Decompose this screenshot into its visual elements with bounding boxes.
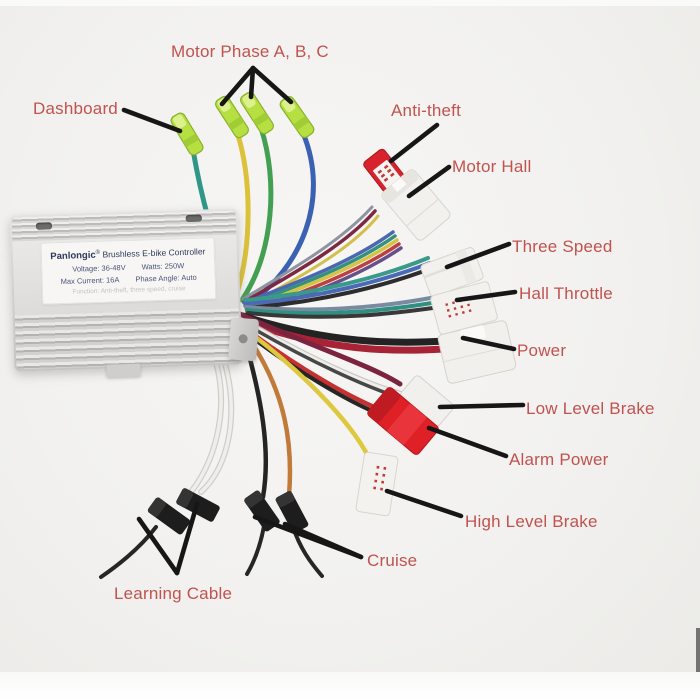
label-motor-phase: Motor Phase A, B, C bbox=[171, 42, 329, 61]
controller-label-plate: Panlongic® Brushless E-bike Controller V… bbox=[40, 237, 217, 305]
wire-high-level-brake bbox=[243, 327, 372, 461]
voltage-spec: Voltage: 36-48V bbox=[72, 262, 126, 274]
label-learning-cable: Learning Cable bbox=[114, 584, 233, 603]
wires-hall-throttle bbox=[244, 295, 442, 319]
pointer-cruise-2 bbox=[282, 521, 364, 560]
phase-angle-spec: Phase Angle: Auto bbox=[135, 272, 197, 284]
pointer-motor-hall bbox=[406, 164, 452, 199]
high-level-brake-connector bbox=[355, 451, 399, 517]
watts-spec: Watts: 250W bbox=[141, 260, 185, 272]
pointer-lines bbox=[121, 65, 526, 576]
pointer-learning-cable-1 bbox=[136, 516, 180, 576]
brand-name: Panlongic bbox=[50, 249, 96, 263]
pointer-three-speed bbox=[444, 241, 512, 270]
label-dashboard: Dashboard bbox=[33, 99, 118, 118]
pointer-learning-cable-2 bbox=[174, 501, 200, 576]
pointer-motor-phase-a bbox=[219, 65, 256, 107]
label-hall-throttle: Hall Throttle bbox=[519, 284, 613, 303]
power-connector bbox=[437, 320, 517, 384]
motor-phase-c-connector bbox=[279, 96, 315, 138]
label-low-level-brake: Low Level Brake bbox=[526, 399, 655, 418]
pointer-power bbox=[460, 335, 517, 352]
pointer-motor-phase-c bbox=[250, 65, 294, 105]
label-motor-hall: Motor Hall bbox=[452, 157, 532, 176]
pointer-anti-theft bbox=[388, 122, 440, 164]
photo-edge-bottom bbox=[0, 672, 700, 700]
mounting-flange bbox=[228, 317, 260, 362]
label-three-speed: Three Speed bbox=[512, 237, 613, 256]
label-anti-theft: Anti-theft bbox=[391, 101, 462, 120]
pointer-motor-phase-b bbox=[248, 65, 256, 100]
photo-edge-artifact bbox=[696, 628, 700, 672]
pointer-dashboard bbox=[121, 107, 183, 134]
wires-cruise bbox=[243, 337, 324, 578]
motor-hall-connector bbox=[381, 169, 451, 241]
spec-row-2: Max Current: 16A Phase Angle: Auto bbox=[61, 273, 197, 286]
dashboard-connector bbox=[170, 112, 204, 156]
pointer-low-level-brake bbox=[437, 402, 526, 410]
controller-box: Panlongic® Brushless E-bike Controller V… bbox=[9, 208, 260, 378]
label-power: Power bbox=[517, 341, 567, 360]
mounting-slot bbox=[185, 214, 202, 223]
label-cruise: Cruise bbox=[367, 551, 418, 570]
label-alarm-power: Alarm Power bbox=[509, 450, 609, 469]
pointer-hall-throttle bbox=[454, 289, 518, 303]
function-spec: Function: Anti-theft, three speed, cruis… bbox=[72, 284, 186, 296]
product-name: Brushless E-bike Controller bbox=[99, 246, 206, 260]
label-high-level-brake: High Level Brake bbox=[465, 512, 598, 531]
alarm-power-connector bbox=[367, 387, 439, 455]
current-spec: Max Current: 16A bbox=[60, 275, 120, 286]
mounting-slot bbox=[35, 222, 53, 230]
wires-three-speed bbox=[243, 256, 434, 310]
wires-low-level-brake bbox=[237, 315, 406, 401]
spec-row-1: Voltage: 36-48V Watts: 250W bbox=[72, 261, 184, 274]
controller-title: Panlongic® Brushless E-bike Controller bbox=[50, 244, 206, 262]
learning-cable-connector-1 bbox=[147, 497, 191, 535]
pointer-alarm-power bbox=[426, 425, 509, 459]
controller-heatsink-fins-bottom bbox=[14, 308, 241, 370]
wires-motor-phase bbox=[233, 125, 316, 307]
mounting-tab bbox=[106, 363, 141, 378]
photo-edge-top bbox=[0, 0, 700, 6]
cruise-connector-2 bbox=[275, 491, 309, 533]
wires-learning-cable bbox=[99, 357, 235, 579]
pointer-high-level-brake bbox=[384, 488, 464, 519]
